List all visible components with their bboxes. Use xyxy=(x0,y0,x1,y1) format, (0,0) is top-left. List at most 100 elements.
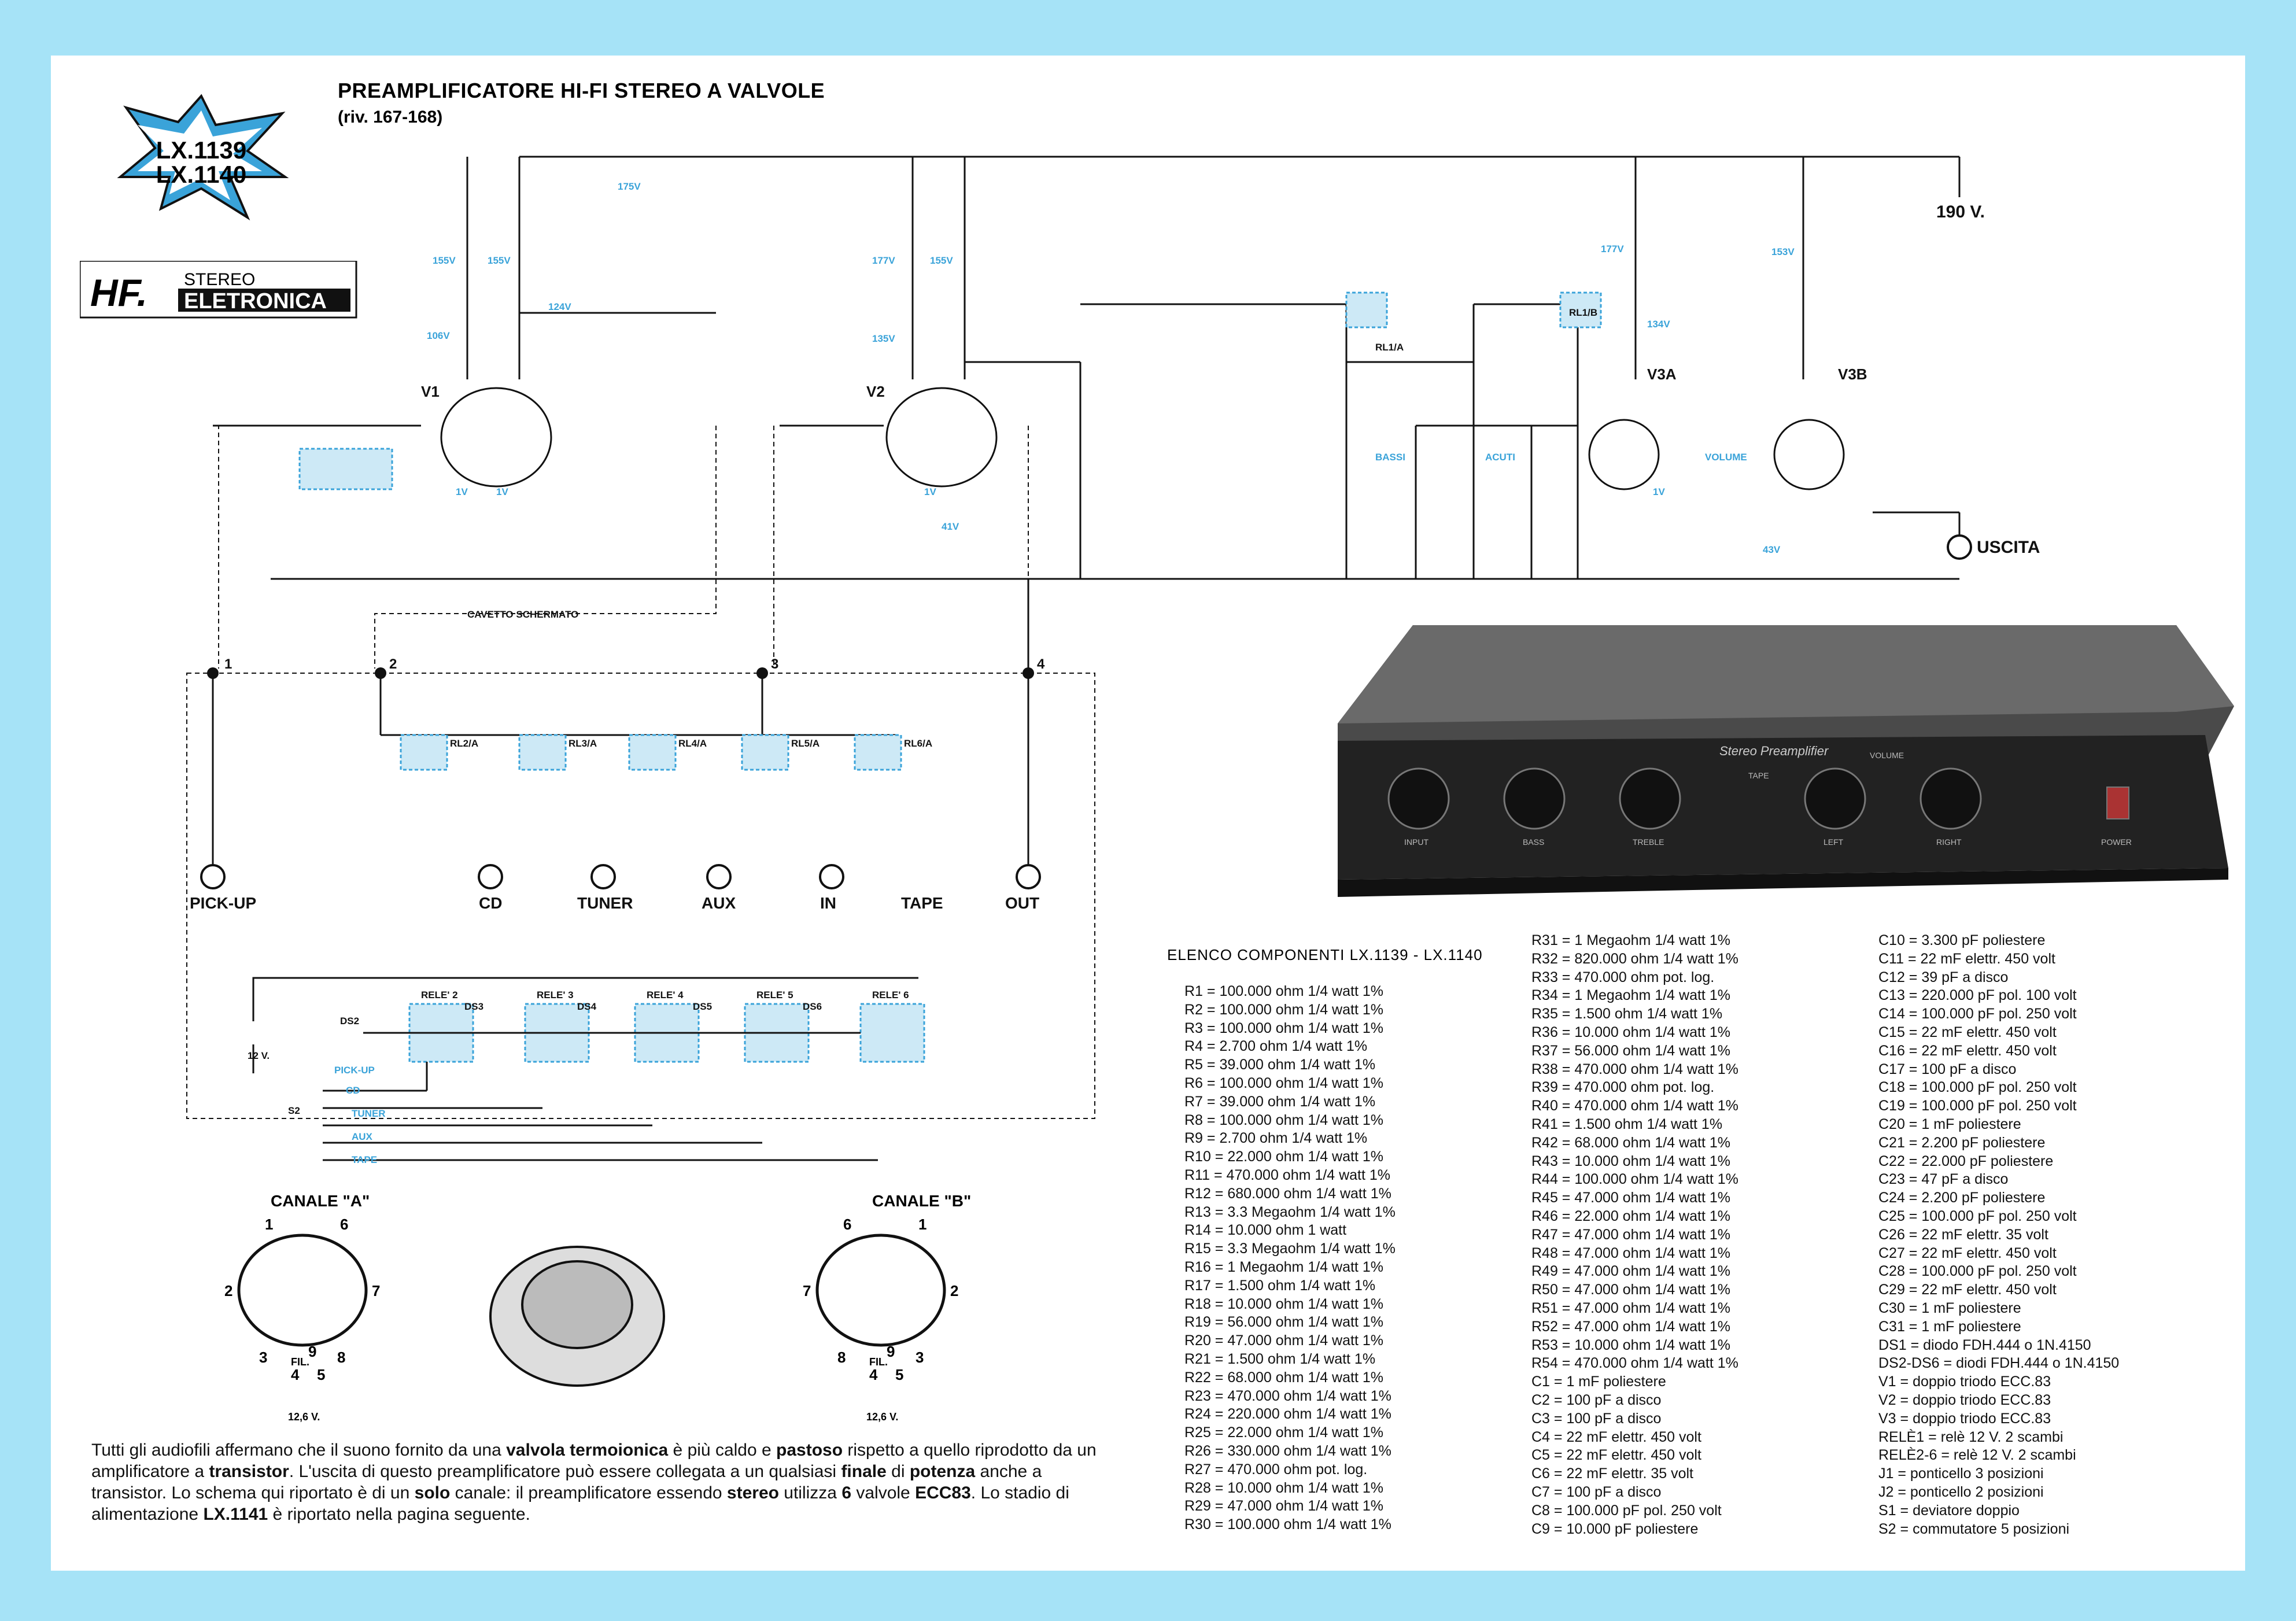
coil-rele5: RELE' 5 xyxy=(756,989,793,1000)
relay-boxes xyxy=(298,291,1602,771)
parts-list-item: C14 = 100.000 pF pol. 250 volt xyxy=(1878,1006,2077,1022)
control-bassi: BASSI xyxy=(1375,452,1405,463)
parts-list-item: R15 = 3.3 Megaohm 1/4 watt 1% xyxy=(1184,1240,1396,1257)
pin-l-5: 5 xyxy=(317,1366,325,1383)
parts-list-title: ELENCO COMPONENTI LX.1139 - LX.1140 xyxy=(1167,946,1483,963)
kit-badge: LX.1139 LX.1140 xyxy=(117,94,289,221)
voltage-1: 175V xyxy=(618,181,641,192)
parts-list-item: C4 = 22 mF elettr. 450 volt xyxy=(1531,1428,1701,1445)
pin-l-7: 7 xyxy=(372,1282,380,1299)
parts-list-item: C1 = 1 mF poliestere xyxy=(1531,1373,1666,1390)
parts-list-item: C8 = 100.000 pF pol. 250 volt xyxy=(1531,1502,1722,1519)
parts-list-item: C9 = 10.000 pF poliestere xyxy=(1531,1520,1699,1537)
parts-list-item: C23 = 47 pF a disco xyxy=(1878,1171,2009,1188)
input-jacks xyxy=(200,534,1972,889)
photo-label-left: LEFT xyxy=(1823,837,1844,847)
pin-l-4: 4 xyxy=(291,1366,300,1383)
parts-list-item: R27 = 470.000 ohm pot. log. xyxy=(1184,1461,1368,1478)
heater-left: 12,6 V. xyxy=(288,1411,320,1423)
parts-list-item: C20 = 1 mF poliestere xyxy=(1878,1116,2021,1132)
diode-ds4: DS4 xyxy=(577,1001,597,1012)
heater-right: 12,6 V. xyxy=(866,1411,898,1423)
parts-list-item: R20 = 47.000 ohm 1/4 watt 1% xyxy=(1184,1332,1383,1349)
parts-list-item: R45 = 47.000 ohm 1/4 watt 1% xyxy=(1531,1190,1730,1206)
parts-list-item: R28 = 10.000 ohm 1/4 watt 1% xyxy=(1184,1479,1383,1496)
selector-s2: S2 xyxy=(288,1105,300,1116)
parts-list-item: S1 = deviatore doppio xyxy=(1878,1502,2020,1519)
pin-r-7: 7 xyxy=(803,1282,811,1299)
selector-pos-4: AUX xyxy=(352,1131,373,1142)
cable-label: CAVETTO SCHERMATO xyxy=(467,609,578,620)
parts-list-item: R42 = 68.000 ohm 1/4 watt 1% xyxy=(1531,1134,1730,1151)
pin-r-4: 4 xyxy=(869,1366,878,1383)
parts-list-item: R1 = 100.000 ohm 1/4 watt 1% xyxy=(1184,983,1383,999)
diode-ds3: DS3 xyxy=(464,1001,483,1012)
parts-list-item: R9 = 2.700 ohm 1/4 watt 1% xyxy=(1184,1130,1368,1147)
parts-list-item: R30 = 100.000 ohm 1/4 watt 1% xyxy=(1184,1516,1391,1533)
pin-r-3: 3 xyxy=(916,1349,924,1366)
parts-list-item: C13 = 220.000 pF pol. 100 volt xyxy=(1878,987,2077,1004)
parts-list-item: R52 = 47.000 ohm 1/4 watt 1% xyxy=(1531,1318,1730,1335)
parts-list-item: DS1 = diodo FDH.444 o 1N.4150 xyxy=(1878,1336,2091,1353)
parts-list-item: R8 = 100.000 ohm 1/4 watt 1% xyxy=(1184,1112,1383,1128)
parts-list-item: C18 = 100.000 pF pol. 250 volt xyxy=(1878,1079,2077,1096)
schematic-diagram: 190 V. USCITA CAVETTO SCHERMATO V1 V2 V3… xyxy=(186,156,2040,1165)
parts-list-item: C31 = 1 mF poliestere xyxy=(1878,1318,2021,1335)
relay-rl1a: RL1/A xyxy=(1375,342,1404,353)
relay-rl3a: RL3/A xyxy=(569,738,597,749)
parts-list-item: C22 = 22.000 pF poliestere xyxy=(1878,1153,2054,1169)
parts-list-item: R22 = 68.000 ohm 1/4 watt 1% xyxy=(1184,1369,1383,1386)
pin-r-6: 6 xyxy=(843,1216,851,1233)
parts-list-item: C28 = 100.000 pF pol. 250 volt xyxy=(1878,1263,2077,1280)
voltage-3: 155V xyxy=(488,255,511,266)
pin-r-1: 1 xyxy=(918,1216,926,1233)
parts-list-item: R17 = 1.500 ohm 1/4 watt 1% xyxy=(1184,1277,1376,1294)
logo-line1: STEREO xyxy=(184,270,255,289)
parts-list-item: V2 = doppio triodo ECC.83 xyxy=(1878,1391,2051,1408)
parts-list-item: C3 = 100 pF a disco xyxy=(1531,1410,1662,1427)
parts-list-item: R19 = 56.000 ohm 1/4 watt 1% xyxy=(1184,1314,1383,1331)
relay-rl1b: RL1/B xyxy=(1569,307,1597,318)
parts-list-item: C6 = 22 mF elettr. 35 volt xyxy=(1531,1465,1693,1482)
parts-list-item: C30 = 1 mF poliestere xyxy=(1878,1299,2021,1316)
parts-list-item: R14 = 10.000 ohm 1 watt xyxy=(1184,1222,1347,1239)
input-in: IN xyxy=(820,894,836,912)
supply-12v: 12 V. xyxy=(248,1050,270,1061)
parts-list-item: J2 = ponticello 2 posizioni xyxy=(1878,1483,2044,1500)
diode-ds5: DS5 xyxy=(693,1001,712,1012)
logo-line2: ELETRONICA xyxy=(184,289,327,313)
voltage-16: 1V xyxy=(1653,486,1665,497)
parts-list-item: C10 = 3.300 pF poliestere xyxy=(1878,932,2046,948)
parts-list-item: R5 = 39.000 ohm 1/4 watt 1% xyxy=(1184,1057,1376,1073)
input-tuner: TUNER xyxy=(577,894,633,912)
parts-list-item: R11 = 470.000 ohm 1/4 watt 1% xyxy=(1184,1166,1391,1183)
badge-line2: LX.1140 xyxy=(156,161,246,188)
parts-list-item: DS2-DS6 = diodi FDH.444 o 1N.4150 xyxy=(1878,1355,2120,1372)
page-subtitle: (riv. 167-168) xyxy=(338,108,443,127)
photo-label-treble: TREBLE xyxy=(1633,837,1664,847)
parts-list-item: R36 = 10.000 ohm 1/4 watt 1% xyxy=(1531,1024,1730,1040)
input-cd: CD xyxy=(479,894,502,912)
parts-list-item: V3 = doppio triodo ECC.83 xyxy=(1878,1410,2051,1427)
parts-list-item: R48 = 47.000 ohm 1/4 watt 1% xyxy=(1531,1245,1730,1261)
panel-text: Stereo Preamplifier xyxy=(1719,744,1829,758)
voltage-6: 1V xyxy=(456,486,468,497)
relay-rl6a: RL6/A xyxy=(904,738,932,749)
parts-list-item: R44 = 100.000 ohm 1/4 watt 1% xyxy=(1531,1171,1738,1188)
photo-label-input: INPUT xyxy=(1404,837,1428,847)
parts-list-item: R32 = 820.000 ohm 1/4 watt 1% xyxy=(1531,950,1738,967)
tube-v2: V2 xyxy=(866,383,885,400)
voltage-5: 106V xyxy=(427,330,450,341)
parts-list-item: R3 = 100.000 ohm 1/4 watt 1% xyxy=(1184,1020,1383,1036)
voltage-15: 153V xyxy=(1771,246,1795,257)
parts-list-item: R47 = 47.000 ohm 1/4 watt 1% xyxy=(1531,1226,1730,1243)
voltage-13: 177V xyxy=(1601,243,1624,254)
coil-rele2: RELE' 2 xyxy=(421,989,458,1000)
junction-dots xyxy=(207,667,1034,679)
voltage-12: 41V xyxy=(942,521,959,532)
pin-l-2: 2 xyxy=(224,1282,232,1299)
parts-list-item: C5 = 22 mF elettr. 450 volt xyxy=(1531,1447,1701,1464)
tube-pinouts: CANALE "A" CANALE "B" 1 6 2 7 3 8 4 9 5 … xyxy=(224,1192,971,1423)
tube-v1: V1 xyxy=(421,383,440,400)
parts-list-item: S2 = commutatore 5 posizioni xyxy=(1878,1520,2070,1537)
